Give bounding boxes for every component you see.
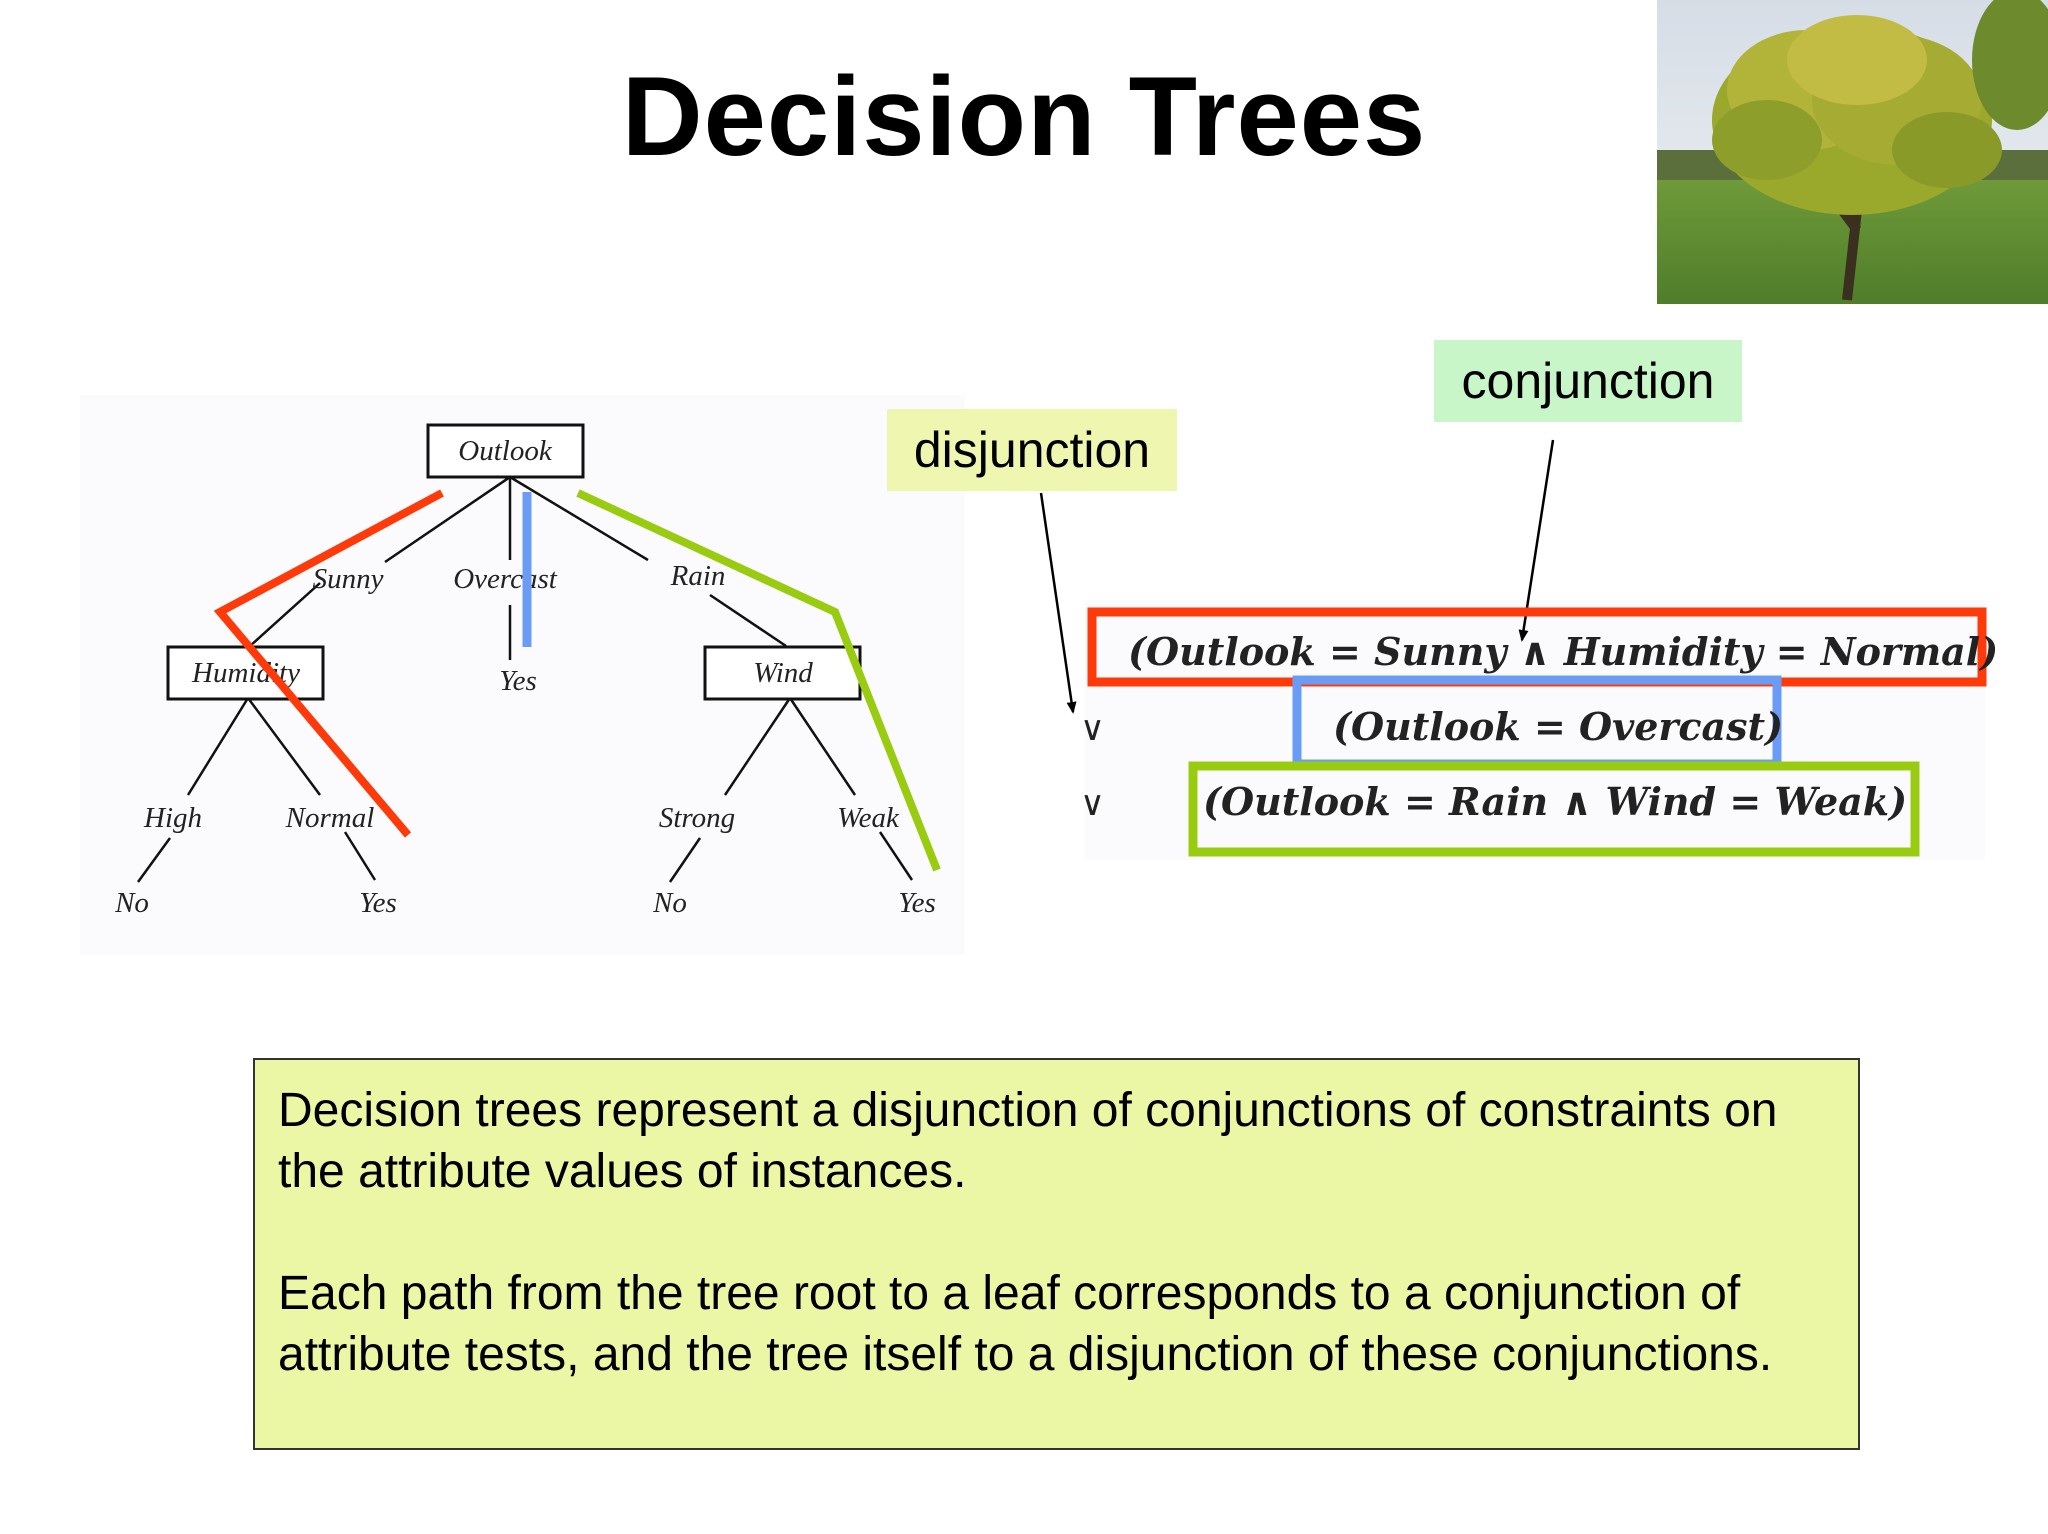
leaf-strong-no: No [652, 887, 687, 919]
branch-weak: Weak [837, 802, 900, 834]
expr-line-3: (Outlook = Rain ∧ Wind = Weak) [1203, 779, 1907, 824]
tree-edges [136, 475, 914, 883]
expr-line-1: (Outlook = Sunny ∧ Humidity = Normal) [1128, 629, 1998, 674]
disjunction-arrow [1039, 492, 1077, 714]
leaf-overcast-yes: Yes [499, 665, 537, 697]
leaf-high-no: No [114, 887, 149, 919]
branch-strong: Strong [659, 802, 735, 834]
node-humidity [166, 645, 325, 701]
conjunction-arrow [1518, 439, 1555, 642]
expr-line-2: (Outlook = Overcast) [1333, 704, 1783, 749]
expr-box-green [1188, 761, 1920, 857]
expression-panel [1085, 600, 1985, 860]
or-symbol-2: ∨ [1080, 784, 1105, 824]
branch-rain: Rain [670, 560, 726, 592]
conjunction-label: conjunction [1434, 340, 1742, 422]
leaf-weak-yes: Yes [898, 887, 936, 919]
tree-photo [1657, 0, 2048, 304]
path-sunny-normal [213, 489, 444, 838]
leaf-normal-yes: Yes [359, 887, 397, 919]
node-wind-label: Wind [753, 657, 813, 689]
branch-high: High [143, 802, 202, 834]
branch-overcast: Overcast [453, 563, 558, 595]
path-rain-weak [576, 489, 941, 872]
disjunction-label: disjunction [887, 409, 1177, 491]
or-symbol-1: ∨ [1080, 709, 1105, 749]
summary-paragraph-1: Decision trees represent a disjunction o… [278, 1084, 1778, 1198]
node-outlook [426, 423, 585, 479]
summary-paragraph-2: Each path from the tree root to a leaf c… [278, 1267, 1773, 1381]
branch-normal: Normal [285, 802, 375, 834]
branch-sunny: Sunny [313, 563, 384, 595]
node-outlook-label: Outlook [458, 435, 553, 467]
summary-box: Decision trees represent a disjunction o… [253, 1058, 1860, 1450]
slide-title: Decision Trees [621, 54, 1427, 179]
